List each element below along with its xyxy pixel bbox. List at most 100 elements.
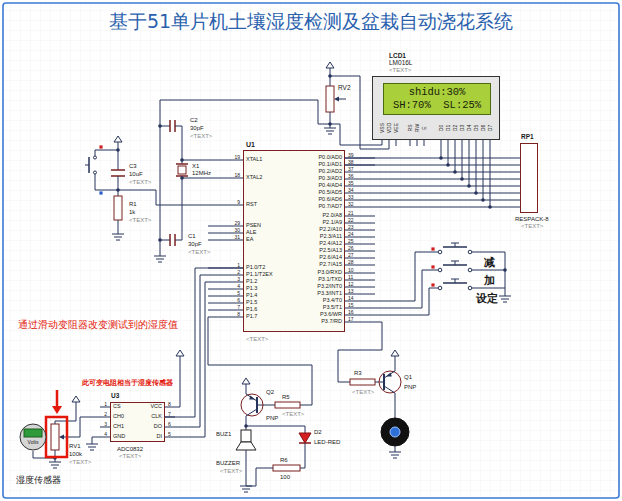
pin-line bbox=[345, 207, 375, 208]
pin-name: EA bbox=[246, 237, 253, 243]
part-label: C1 bbox=[188, 233, 196, 239]
pin-name: RW bbox=[415, 124, 420, 132]
junction-dot bbox=[503, 268, 507, 272]
pin-name: P2.5/A13 bbox=[319, 248, 342, 254]
pin-name: DI bbox=[157, 434, 163, 440]
wire bbox=[118, 142, 119, 170]
ground-symbol bbox=[326, 131, 334, 132]
diagram-title: 基于51单片机土壤湿度检测及盆栽自动浇花系统 bbox=[0, 11, 622, 32]
buzzer-symbol bbox=[236, 442, 256, 450]
part-label: <TEXT> bbox=[69, 459, 91, 465]
pin-number: 8 bbox=[168, 401, 171, 406]
part-reference: RP1 bbox=[521, 134, 534, 141]
crystal-symbol bbox=[178, 166, 186, 174]
voltmeter: Volts bbox=[19, 423, 47, 451]
ground-symbol bbox=[501, 299, 509, 300]
lcd-text: SH:70% SL:25% bbox=[393, 99, 481, 112]
pin-number: 2 bbox=[237, 269, 240, 274]
pin-name: P0.2/AD2 bbox=[318, 169, 342, 175]
ground-symbol bbox=[328, 134, 332, 135]
ground-symbol bbox=[88, 447, 96, 448]
wire bbox=[118, 220, 119, 234]
pin-number: 1 bbox=[237, 262, 240, 267]
part-label: PNP bbox=[404, 384, 416, 390]
junction-dot bbox=[460, 177, 464, 181]
capacitor-symbol bbox=[111, 169, 125, 171]
wire bbox=[175, 356, 180, 407]
power-terminal bbox=[176, 350, 184, 356]
crystal-symbol bbox=[176, 163, 188, 165]
power-terminal bbox=[242, 378, 250, 384]
power-terminal bbox=[326, 62, 334, 68]
power-terminal bbox=[72, 396, 80, 402]
voltmeter-body bbox=[19, 423, 47, 451]
part-reference: U1 bbox=[246, 141, 255, 148]
wire bbox=[182, 178, 208, 179]
pin-name: VSS bbox=[380, 123, 385, 133]
power-terminal bbox=[114, 136, 122, 142]
pin-number: 32 bbox=[348, 201, 354, 206]
part-label: <TEXT> bbox=[352, 389, 374, 395]
pin-name: CLK bbox=[151, 414, 162, 420]
part-label: 湿度传感器 bbox=[16, 476, 61, 485]
wire bbox=[175, 275, 208, 427]
pin-number: 25 bbox=[348, 238, 354, 243]
pin-number: 7 bbox=[168, 411, 171, 416]
part-label: <TEXT> bbox=[220, 468, 242, 474]
potentiometer-wiper bbox=[59, 435, 64, 440]
resistor-symbol bbox=[273, 465, 300, 471]
potentiometer-wiper bbox=[334, 97, 339, 102]
capacitor-symbol bbox=[169, 120, 171, 132]
wire bbox=[384, 356, 395, 378]
pin-line bbox=[165, 437, 175, 438]
pin-name: P2.7/A15 bbox=[319, 262, 342, 268]
ground-symbol bbox=[393, 458, 397, 459]
switch-symbol bbox=[455, 279, 456, 283]
pin-name: P2.2/A10 bbox=[319, 227, 342, 233]
potentiometer-symbol bbox=[51, 424, 59, 450]
wire bbox=[95, 150, 118, 156]
part-value: RESPACK-8 bbox=[515, 216, 549, 222]
pin-number: 23 bbox=[348, 224, 354, 229]
pin-name: XTAL2 bbox=[246, 175, 262, 181]
part-label: 100 bbox=[280, 474, 290, 480]
pin-number: 10 bbox=[348, 267, 354, 272]
wire bbox=[257, 405, 275, 406]
signal-wire bbox=[165, 268, 243, 417]
potentiometer-symbol bbox=[326, 86, 334, 112]
pin-name: P1.1/T2EX bbox=[246, 272, 273, 278]
switch-symbol bbox=[85, 165, 89, 166]
pin-number: 38 bbox=[348, 159, 354, 164]
switch-symbol bbox=[455, 261, 456, 265]
pin-number: 30 bbox=[234, 227, 240, 232]
pin-name: P0.5/AD5 bbox=[318, 190, 342, 196]
switch-symbol bbox=[451, 243, 459, 244]
resistor-symbol bbox=[275, 402, 300, 408]
pin-name: P3.6/WR bbox=[320, 312, 342, 318]
pin-number: 29 bbox=[234, 220, 240, 225]
pin-line bbox=[424, 140, 425, 146]
pin-name: P0.1/AD1 bbox=[318, 162, 342, 168]
wire bbox=[490, 140, 491, 207]
wire bbox=[375, 179, 520, 180]
switch-contact bbox=[438, 268, 442, 272]
pin-number: 14 bbox=[348, 295, 354, 300]
pin-name: VDD bbox=[387, 123, 392, 134]
wire bbox=[300, 443, 305, 468]
ground-symbol bbox=[158, 262, 162, 263]
ground-symbol bbox=[49, 462, 61, 463]
pin-name: P1.2 bbox=[246, 279, 257, 285]
ground-symbol bbox=[116, 240, 120, 241]
switch-contact bbox=[468, 250, 472, 254]
wire bbox=[375, 288, 438, 315]
pin-name: CH1 bbox=[113, 424, 124, 430]
pin-name: D1 bbox=[446, 125, 451, 131]
switch-symbol bbox=[451, 261, 459, 262]
pin-number: 4 bbox=[104, 431, 107, 436]
wire bbox=[246, 384, 257, 401]
logic-probe bbox=[431, 247, 434, 250]
part-label: Q2 bbox=[266, 389, 274, 395]
ground-symbol bbox=[389, 452, 401, 453]
pin-number: 37 bbox=[348, 166, 354, 171]
wire bbox=[92, 437, 100, 444]
